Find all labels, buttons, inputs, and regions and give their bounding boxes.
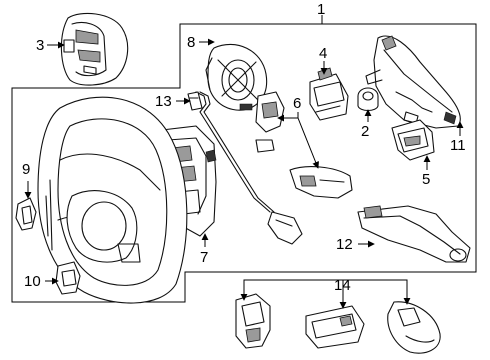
part-14-paddle-right: [387, 301, 441, 354]
callout-5: 5: [422, 171, 430, 188]
callout-11: 11: [450, 137, 466, 154]
part-12-lower-bezel: [357, 205, 471, 263]
callout-12: 12: [336, 236, 353, 253]
part-9-paddle: [15, 197, 37, 231]
callout-4: 4: [319, 45, 327, 62]
part-4-switch-block: [309, 67, 349, 121]
part-11-upper-bezel: [365, 35, 461, 129]
part-5-switch-module: [391, 119, 435, 161]
callout-3: 3: [36, 37, 44, 54]
assembly-frame-outer: [11, 23, 477, 303]
callout-2: 2: [361, 123, 369, 140]
part-10-trim-clip: [55, 261, 81, 295]
part-3-switch-cover: [60, 12, 129, 86]
callout-6: 6: [293, 95, 301, 112]
callout-13: 13: [155, 93, 172, 110]
callout-10: 10: [24, 273, 41, 290]
leader-6-b: [297, 117, 319, 169]
callout-14: 14: [334, 277, 351, 294]
steering-wheel: [37, 96, 188, 304]
part-13-connector: [187, 91, 203, 111]
part-6-harness: [195, 91, 353, 245]
callout-8: 8: [187, 34, 195, 51]
callout-1: 1: [317, 1, 325, 18]
callout-14-bracket: [243, 279, 408, 298]
part-14-cover-center: [305, 305, 365, 349]
part-14-button-left: [235, 293, 271, 349]
callout-9: 9: [22, 161, 30, 178]
part-8-clock-spring: [205, 43, 268, 111]
callout-7: 7: [200, 249, 208, 266]
part-2-knob: [357, 87, 379, 112]
